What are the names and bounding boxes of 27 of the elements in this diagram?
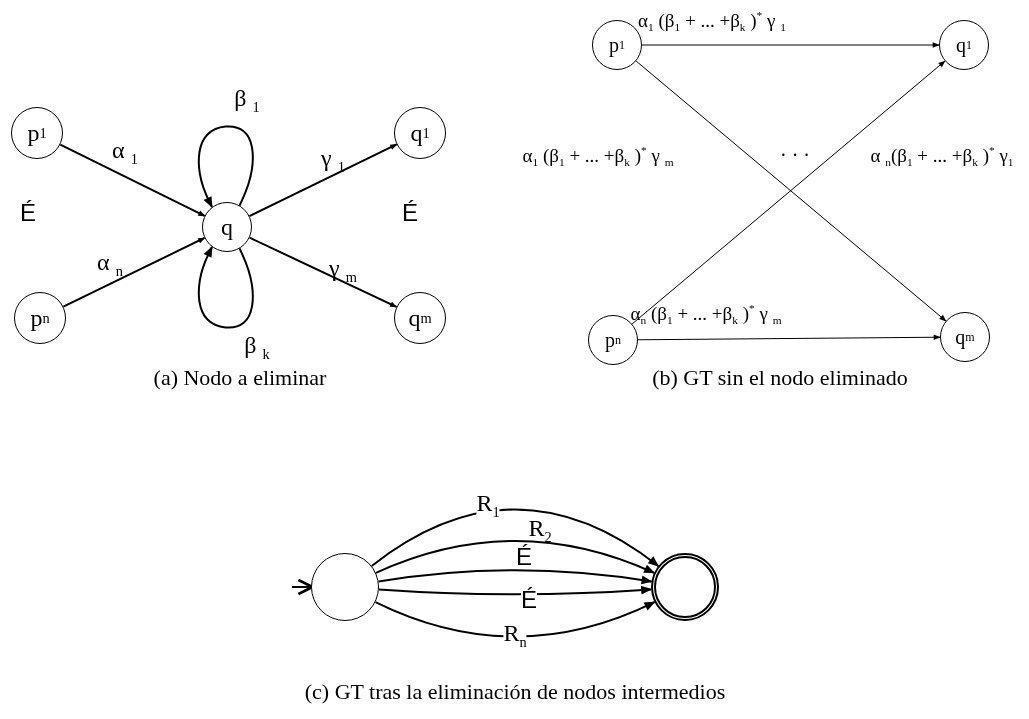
arrow <box>370 508 660 567</box>
arrow <box>59 143 206 217</box>
edge-label: α $_{1}$ <box>112 138 138 162</box>
state-circle: q <box>202 202 252 252</box>
edge-label: α$_{1}$ (β$_{1}$ + ... +β$_{k}$ )$^{*}$ γ $_{m}$ <box>522 145 674 165</box>
ellipsis-label: É <box>402 201 418 225</box>
edge-label: β $_{1}$ <box>234 86 260 110</box>
edge-label: α $_{n}$(β$_{1}$ + ... +β$_{k}$ )$^{*}$ γ$_{1}$ <box>870 145 1014 165</box>
arrow <box>377 569 653 585</box>
self-loop-arrow <box>197 125 254 208</box>
arrow <box>641 42 940 48</box>
caption: (b) GT sin el nodo eliminado <box>652 367 908 389</box>
caption: (a) Nodo a eliminar <box>153 367 327 389</box>
arrow <box>248 143 398 218</box>
edge-label: α $_{n}$ <box>97 250 123 274</box>
ellipsis-label: É <box>20 201 36 225</box>
arrow <box>374 539 656 574</box>
arrow <box>62 236 206 308</box>
ellipsis-label: · · · <box>780 145 810 165</box>
arrow <box>637 334 941 341</box>
edge-label: γ $_{m}$ <box>329 256 357 280</box>
arrow <box>248 236 398 308</box>
edge-label: β $_{k}$ <box>244 333 270 357</box>
arrow <box>377 585 653 596</box>
caption: (c) GT tras la eliminación de nodos intermedios <box>304 681 726 703</box>
arrow <box>374 601 656 638</box>
self-loop-arrow <box>197 246 254 329</box>
